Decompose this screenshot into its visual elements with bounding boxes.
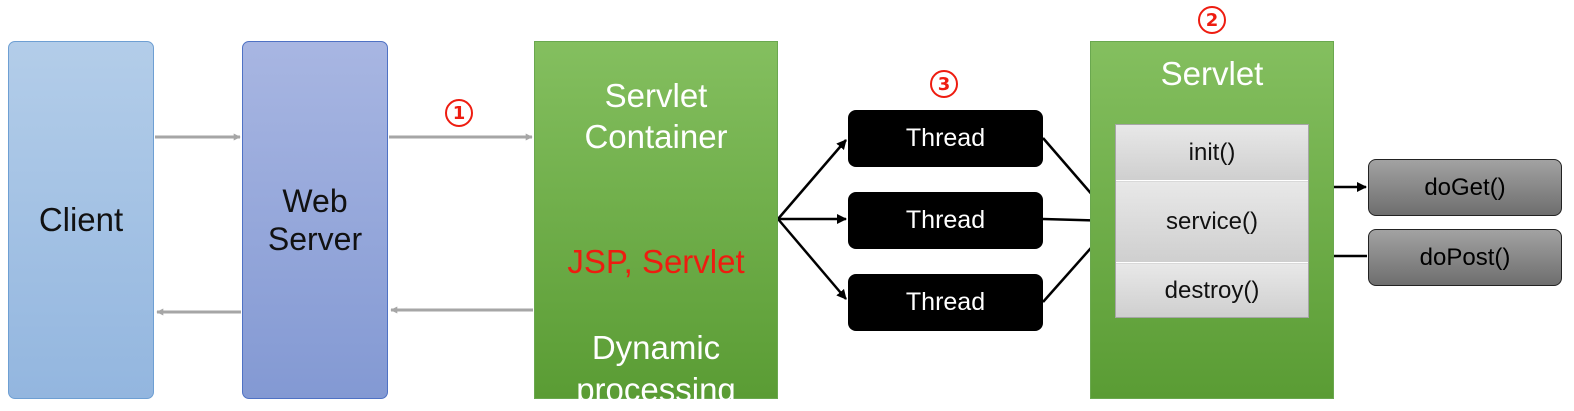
web-server-label-line-1: Web xyxy=(282,183,348,219)
servlet-methods-panel: init() service() destroy() xyxy=(1115,124,1309,318)
thread-box-1: Thread xyxy=(848,110,1043,167)
doget-box: doGet() xyxy=(1368,159,1562,216)
dynamic-processing-label: Dynamic processing xyxy=(535,327,777,411)
dynamic-processing-line-1: Dynamic xyxy=(591,329,721,366)
servlet-container-title-line-2: Container xyxy=(584,118,728,155)
method-destroy-label: destroy() xyxy=(1164,276,1260,304)
step-marker-3: 3 xyxy=(930,70,958,98)
method-destroy: destroy() xyxy=(1116,264,1308,317)
client-box: Client xyxy=(8,41,154,399)
doget-label: doGet() xyxy=(1424,173,1506,201)
step-marker-1-label: 1 xyxy=(452,102,466,124)
thread-box-3: Thread xyxy=(848,274,1043,331)
servlet-container-box: Servlet Container JSP, Servlet Dynamic p… xyxy=(534,41,778,408)
thread-label-2: Thread xyxy=(905,206,986,234)
thread-box-2: Thread xyxy=(848,192,1043,249)
thread-label-1: Thread xyxy=(905,124,986,152)
client-label: Client xyxy=(38,201,124,238)
step-marker-1: 1 xyxy=(445,99,473,127)
arrow-container-to-thread-3 xyxy=(777,218,847,300)
method-init-label: init() xyxy=(1188,138,1236,166)
step-marker-2-label: 2 xyxy=(1205,9,1219,31)
dopost-box: doPost() xyxy=(1368,229,1562,286)
method-service-label: service() xyxy=(1165,208,1258,235)
dopost-label: doPost() xyxy=(1419,243,1511,271)
method-init: init() xyxy=(1116,125,1308,181)
web-server-label-line-2: Server xyxy=(267,221,363,257)
web-server-box: Web Server xyxy=(242,41,388,399)
step-marker-3-label: 3 xyxy=(937,73,951,95)
servlet-title: Servlet xyxy=(1160,55,1264,92)
thread-label-3: Thread xyxy=(905,288,986,316)
dynamic-processing-line-2: processing xyxy=(576,371,736,408)
method-service: service() xyxy=(1116,182,1308,263)
arrow-container-to-thread-1 xyxy=(777,139,847,220)
servlet-container-title: Servlet Container xyxy=(535,75,777,157)
step-marker-2: 2 xyxy=(1198,6,1226,34)
servlet-container-title-line-1: Servlet xyxy=(604,77,708,114)
jsp-servlet-label: JSP, Servlet xyxy=(567,243,745,280)
